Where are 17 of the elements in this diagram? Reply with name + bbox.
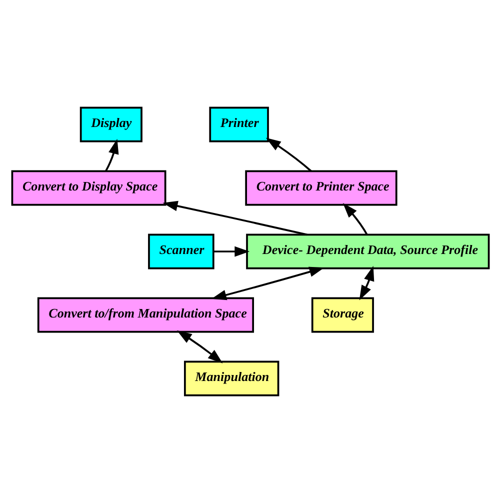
arrow xyxy=(162,200,308,236)
node-box: Convert to Printer Space xyxy=(245,170,398,206)
node-box: Storage xyxy=(311,297,374,333)
arrow xyxy=(211,266,324,300)
arrow xyxy=(105,138,119,172)
arrow xyxy=(176,330,223,364)
node-box: Convert to/from Manipulation Space xyxy=(37,297,254,333)
node-box: Display xyxy=(80,106,142,142)
arrow xyxy=(214,246,250,257)
node-box: Scanner xyxy=(148,234,214,270)
node-box: Device- Dependent Data, Source Profile xyxy=(246,234,490,270)
arrow xyxy=(359,266,374,300)
node-box: Manipulation xyxy=(184,360,280,396)
node-box: Convert to Display Space xyxy=(11,170,166,206)
node-box: Printer xyxy=(209,106,269,142)
arrow xyxy=(266,138,312,172)
arrow xyxy=(342,203,368,235)
